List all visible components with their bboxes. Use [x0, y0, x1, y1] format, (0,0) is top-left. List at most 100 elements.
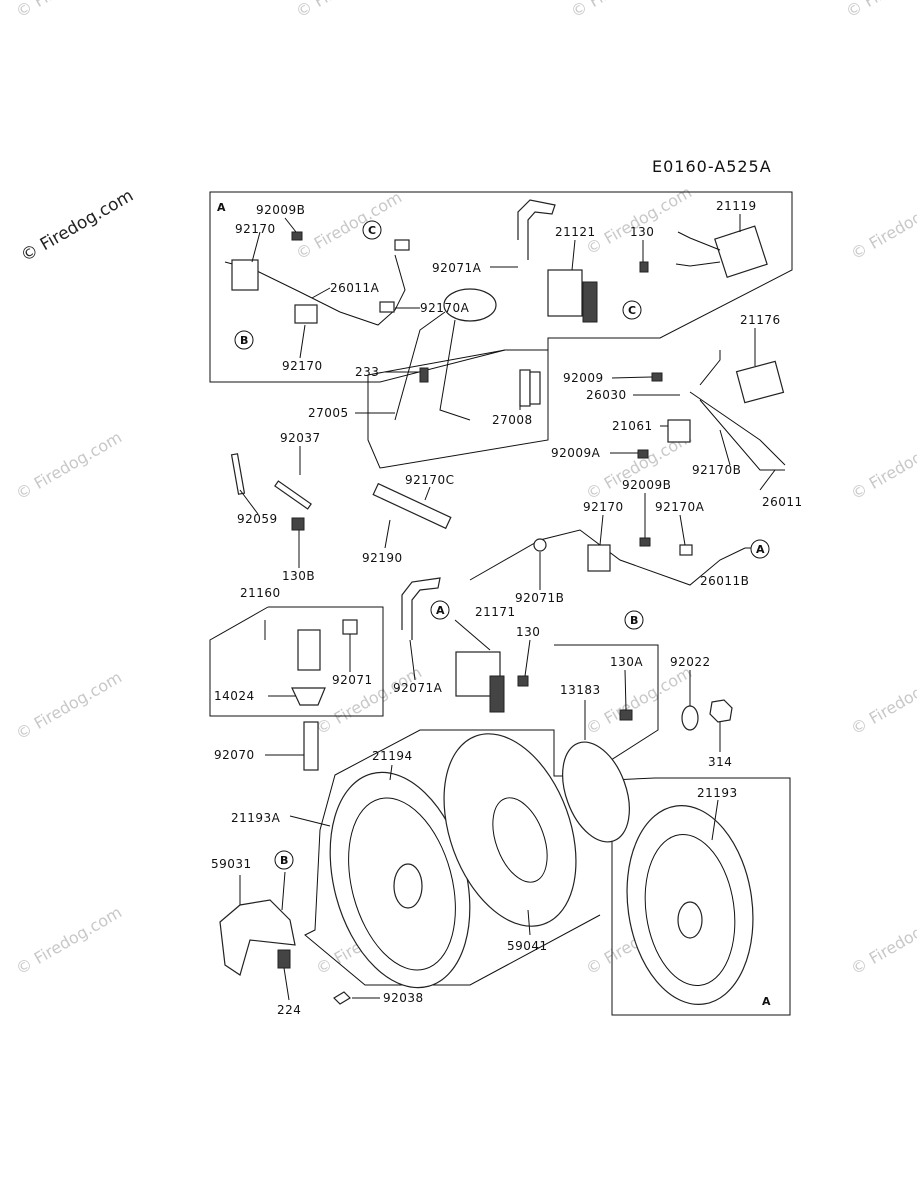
connector-27008 — [519, 369, 531, 407]
bolt-130B — [291, 517, 305, 531]
wire-harness-26011A — [224, 254, 406, 326]
bracket-21061 — [667, 419, 691, 443]
watermark-main: © Firedog.com — [18, 186, 137, 267]
grommet-92071B — [533, 538, 547, 552]
flywheel-group-outline — [304, 644, 659, 986]
part-label: 21061 — [612, 419, 653, 433]
sparkplug-box-outline — [209, 606, 384, 717]
part-label: 27005 — [308, 406, 349, 420]
watermark: © Firedog.com — [13, 668, 126, 744]
fan-59041-inner — [492, 797, 548, 883]
box-a-bottom-outline — [611, 777, 791, 1016]
part-label: 92009 — [563, 371, 604, 385]
part-label: 92022 — [670, 655, 711, 669]
connector-top — [394, 239, 410, 251]
screw-92009A — [637, 449, 649, 459]
bracket-92170-mid — [587, 544, 611, 572]
callout-letter: B — [630, 614, 638, 627]
part-label: 21194 — [372, 749, 413, 763]
part-drawings — [219, 199, 786, 1006]
part-label: 92170A — [420, 301, 470, 315]
callout-circle: A — [430, 600, 450, 620]
coil-27005 — [443, 288, 497, 322]
part-label: 92170 — [282, 359, 323, 373]
washer-92022 — [681, 705, 699, 731]
part-label: 21176 — [740, 313, 781, 327]
watermark: © Firedog.com — [13, 0, 126, 21]
part-label: 92071B — [515, 591, 564, 605]
part-label: 92038 — [383, 991, 424, 1005]
part-label: 26011B — [700, 574, 749, 588]
shield-59031 — [219, 899, 296, 976]
part-label: 21121 — [555, 225, 596, 239]
part-label: 21119 — [716, 199, 757, 213]
part-label: 92009B — [622, 478, 671, 492]
part-label: 59041 — [507, 939, 548, 953]
part-label: 92037 — [280, 431, 321, 445]
module-21119 — [714, 225, 768, 278]
top-box-outline — [209, 191, 793, 383]
part-label: 314 — [708, 755, 732, 769]
callout-circle: C — [362, 220, 382, 240]
coil-wires — [394, 311, 471, 421]
watermark: © Firedog.com — [848, 188, 917, 264]
fan-59041 — [443, 733, 577, 927]
part-label: 92170B — [692, 463, 741, 477]
bracket-92170 — [231, 259, 259, 291]
callout-letter: B — [240, 334, 248, 347]
watermark: © Firedog.com — [848, 663, 917, 739]
part-label: 130B — [282, 569, 315, 583]
coil-arm — [517, 199, 556, 260]
watermark: © Firedog.com — [583, 183, 696, 259]
coil-arm-21171 — [401, 577, 441, 640]
bolt-130-lower — [517, 675, 529, 687]
connector-92170A — [679, 544, 693, 556]
part-label: 92170 — [583, 500, 624, 514]
screw-233 — [419, 367, 429, 383]
box-letter: A — [217, 201, 226, 214]
flywheel-21193-hub — [677, 901, 703, 939]
watermark: © Firedog.com — [843, 0, 917, 21]
watermark: © Firedog.com — [293, 188, 406, 264]
cap-92071 — [342, 619, 358, 635]
callout-circle: C — [622, 300, 642, 320]
part-label: 21171 — [475, 605, 516, 619]
part-label: 92009B — [256, 203, 305, 217]
part-label: 233 — [355, 365, 379, 379]
part-label: 21160 — [240, 586, 281, 600]
diagram-code: E0160-A525A — [652, 157, 772, 176]
part-label: 26011A — [330, 281, 380, 295]
watermark: © Firedog.com — [13, 903, 126, 979]
screw-92009 — [651, 372, 663, 382]
rod-92059 — [230, 453, 246, 495]
part-label: 92170A — [655, 500, 705, 514]
coil-box-outline — [367, 349, 549, 469]
callout-letter: C — [628, 304, 636, 317]
part-label: 14024 — [214, 689, 255, 703]
leader — [289, 815, 331, 827]
box-letter: A — [762, 995, 771, 1008]
part-label: 224 — [277, 1003, 301, 1017]
callout-letter: C — [368, 224, 376, 237]
coil-body-21121 — [547, 269, 583, 317]
watermark: © Firedog.com — [848, 903, 917, 979]
boot-14024 — [291, 687, 326, 706]
connector-27008b — [529, 371, 541, 405]
screw-130A — [619, 709, 633, 721]
watermark: © Firedog.com — [848, 428, 917, 504]
part-label: 92071A — [432, 261, 482, 275]
bracket-92170-lower — [294, 304, 318, 324]
part-label: 26030 — [586, 388, 627, 402]
part-label: 92190 — [362, 551, 403, 565]
part-label: 92070 — [214, 748, 255, 762]
callout-letter: A — [436, 604, 445, 617]
plate-13183 — [562, 741, 630, 843]
nut-314 — [709, 699, 733, 723]
sparkplug-92070 — [303, 721, 319, 771]
part-label: 92170C — [405, 473, 455, 487]
part-label: 13183 — [560, 683, 601, 697]
part-labels: 92009B 92170 26011A 92170A 92170 92071A … — [211, 199, 802, 1017]
module-wires — [675, 231, 721, 267]
part-label: 21193A — [231, 811, 281, 825]
